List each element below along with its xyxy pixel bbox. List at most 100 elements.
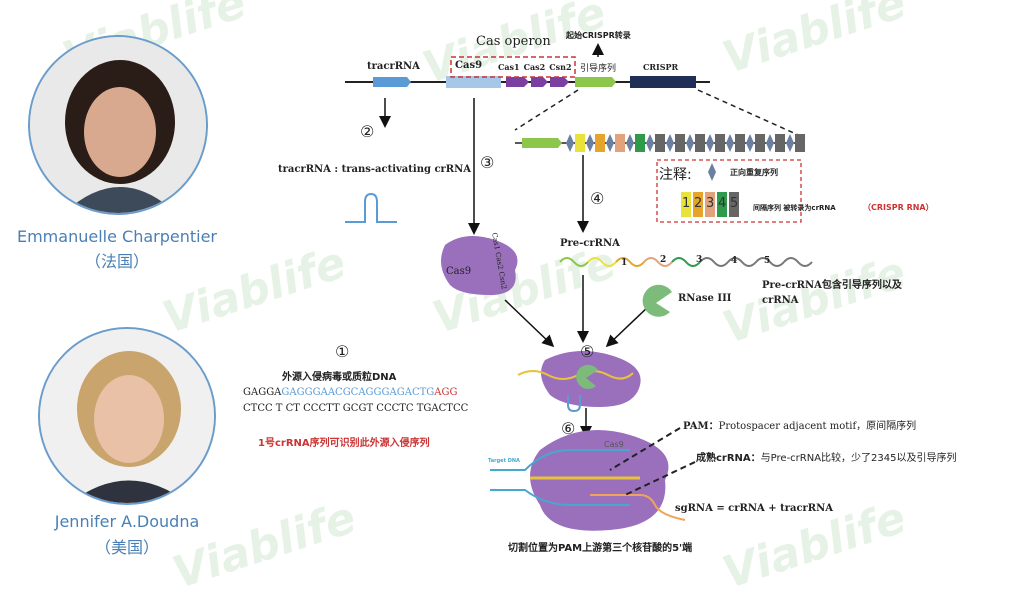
invader-seq-top: GAGGAGAGGGAACGCAGGGAGACTGAGG: [243, 387, 457, 398]
cas-genes: [506, 77, 569, 87]
cas9-crrna-complex: [541, 351, 641, 407]
spacer-box: [795, 134, 805, 152]
leader-sequence: [575, 77, 616, 87]
pre-crrna-segment: [783, 257, 813, 267]
seq-part: GAGGA: [243, 387, 282, 398]
person-name: Jennifer A.Doudna: [54, 512, 200, 531]
rnase-label: RNase III: [678, 293, 732, 304]
pre-crrna-label: Pre-crRNA: [560, 238, 620, 249]
cas9-gene: [446, 76, 501, 88]
repeat-diamond: [706, 134, 714, 152]
repeat-diamond: [766, 134, 774, 152]
crispr-diagram: [345, 43, 813, 531]
pre-crrna-number: 2: [660, 255, 667, 265]
spacer-box: [615, 134, 625, 152]
legend-repeat-label: 正向重复序列: [730, 168, 778, 177]
cas9-label: Cas9: [446, 266, 472, 277]
spacer-box: [635, 134, 645, 152]
repeat-diamond: [566, 134, 574, 152]
tracrrna-label: tracrRNA : trans-activating crRNA: [278, 164, 472, 175]
legend-spacer-number: 2: [694, 196, 703, 211]
legend-spacer-box: [681, 192, 691, 217]
pre-crrna-number: 1: [621, 258, 628, 268]
step-1: ①: [335, 342, 350, 361]
gene-label: tracrRNA: [367, 61, 420, 72]
legend-spacer-number: 5: [730, 196, 739, 211]
person-country: （美国）: [94, 538, 159, 557]
step-4: ④: [590, 189, 605, 208]
crispr-array: [630, 76, 696, 88]
step-2: ②: [360, 122, 375, 141]
legend-spacer-label: 间隔序列 被转录为crRNA: [753, 204, 836, 212]
mature-text: 与Pre-crRNA比较，少了2345以及引导序列: [760, 453, 957, 464]
legend-spacer-box: [729, 192, 739, 217]
crispr-start-label: 起始CRISPR转录: [566, 31, 631, 40]
legend-spacer-box: [705, 192, 715, 217]
gene-label: 引导序列: [580, 64, 617, 74]
cas9-target-complex: [530, 430, 669, 531]
legend-spacer-note: （CRISPR RNA）: [863, 203, 934, 212]
tracrrna-gene: [373, 77, 411, 87]
spacer-box: [775, 134, 785, 152]
gene-label: Cas9: [455, 60, 483, 71]
repeat-diamond: [686, 134, 694, 152]
repeat-diamond: [606, 134, 614, 152]
legend-spacer-number: 4: [718, 196, 727, 211]
step-6: ⑥: [561, 419, 576, 438]
spacer-box: [735, 134, 745, 152]
pre-crrna-segment: [587, 257, 617, 267]
doudna-photo: [38, 327, 216, 505]
mature-crrna-note: 成熟crRNA：与Pre-crRNA比较，少了2345以及引导序列: [696, 449, 957, 464]
legend-title: 注释:: [659, 167, 692, 183]
step-5: ⑤: [580, 342, 595, 361]
gene-label: Csn2: [549, 62, 572, 72]
pam-term: PAM：: [683, 421, 719, 432]
pre-crrna-note: Pre-crRNA包含引导序列以及crRNA: [762, 280, 902, 306]
spacer-box: [695, 134, 705, 152]
repeat-diamond: [626, 134, 634, 152]
cas-operon-label: Cas operon: [476, 34, 551, 49]
spacer-box: [655, 134, 665, 152]
protospacer-seq: GAGGGAACGCAGGGAGACTG: [281, 387, 435, 398]
pam-text: Protospacer adjacent motif，原间隔序列: [718, 421, 917, 432]
pre-crrna-segment: [699, 257, 729, 267]
pre-crrna-segment: [755, 257, 785, 267]
complex-cas9-label: Cas9: [604, 440, 624, 449]
pre-crrna-number: 3: [696, 255, 703, 265]
gene-label: CRISPR: [643, 62, 679, 72]
person-country: （法国）: [84, 252, 149, 271]
pre-crrna-segment: [615, 257, 645, 267]
repeat-diamond: [666, 134, 674, 152]
spacer-box: [675, 134, 685, 152]
tracrrna-hairpin: [345, 192, 397, 223]
pre-crrna-number: 5: [764, 256, 771, 266]
gene-label: Cas1: [498, 62, 520, 72]
cut-site-note: 切割位置为PAM上游第三个核苷酸的5'端: [508, 543, 693, 554]
repeat-diamond: [646, 134, 654, 152]
cas-gene-labels: Cas1 Cas2 Csn2: [498, 62, 572, 72]
legend-box: [656, 159, 802, 223]
pre-crrna-segment: [643, 257, 673, 267]
pam-seq: AGG: [434, 387, 458, 398]
spacer-box: [755, 134, 765, 152]
person-name: Emmanuelle Charpentier: [16, 227, 217, 246]
sgrna-formula: sgRNA = crRNA + tracrRNA: [675, 503, 834, 514]
target-dna-label: Target DNA: [488, 458, 520, 464]
rnase-iii: [642, 284, 672, 317]
pre-crrna-segment: [559, 257, 589, 267]
repeat-diamond: [786, 134, 794, 152]
pre-crrna-segment: [727, 257, 757, 267]
spacer-box: [575, 134, 585, 152]
invader-note: 1号crRNA序列可识别此外源入侵序列: [258, 438, 430, 449]
spacer-box: [715, 134, 725, 152]
repeat-diamond: [746, 134, 754, 152]
legend-spacer-number: 3: [706, 196, 715, 211]
repeat-diamond: [586, 134, 594, 152]
pre-crrna-number: 4: [731, 256, 738, 266]
gene-label: Cas2: [523, 62, 546, 72]
legend-spacer-number: 1: [682, 196, 691, 211]
mature-term: 成熟crRNA：: [696, 453, 761, 464]
charpentier-photo: [28, 35, 208, 215]
cas9-protein: [441, 236, 518, 295]
invader-title: 外源入侵病毒或质粒DNA: [282, 372, 397, 383]
